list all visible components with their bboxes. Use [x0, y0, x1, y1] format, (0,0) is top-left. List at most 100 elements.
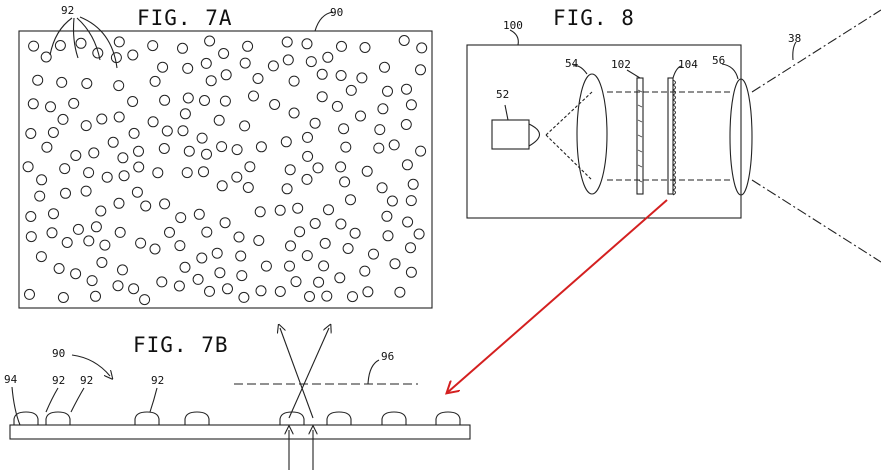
ray-lower	[545, 134, 593, 181]
sheet-lenslet	[672, 99, 676, 106]
microlens-dot	[113, 197, 125, 209]
microlens-dot	[59, 163, 71, 175]
microlens-dot	[376, 182, 388, 194]
ref-96: 96	[381, 350, 394, 363]
leader-100	[509, 29, 519, 46]
microlens-dot	[131, 186, 143, 198]
microlens-dot	[316, 68, 328, 80]
sheet-lenslet	[672, 114, 676, 121]
microlens-dot	[401, 159, 413, 171]
microlens-dot	[179, 108, 191, 120]
sheet-lenslet	[672, 94, 676, 101]
microlens-dot	[267, 60, 279, 72]
microlens-dot	[359, 42, 371, 53]
lenslet-bump	[45, 411, 71, 425]
leader-96	[367, 359, 380, 385]
microlens-dot	[149, 75, 161, 87]
microlens-dot	[248, 90, 259, 102]
lenslet-bump	[279, 411, 305, 425]
microlens-dot	[402, 216, 414, 228]
lenslet-bump	[134, 411, 160, 425]
sheet-lenslet	[672, 139, 676, 146]
microlens-dot	[388, 139, 400, 151]
microlens-dot	[173, 280, 185, 292]
microlens-dot	[235, 250, 247, 262]
microlens-dot	[335, 70, 347, 81]
microlens-dot	[349, 227, 361, 239]
microlens-dot	[309, 218, 321, 229]
sheet-lenslet	[672, 179, 676, 186]
microlens-dot	[347, 291, 358, 303]
microlens-dot	[192, 273, 204, 285]
microlens-dot	[35, 251, 47, 263]
microlens-dot	[204, 285, 215, 297]
microlens-dot	[338, 123, 350, 135]
microlens-dot	[379, 61, 390, 73]
microlens-dot	[147, 116, 159, 128]
microlens-dot	[394, 286, 406, 298]
microlens-dot	[164, 226, 175, 238]
leader-38	[792, 41, 797, 61]
leader-92-1	[49, 17, 73, 56]
microlens-dot	[118, 170, 130, 182]
microlens-dot	[316, 91, 328, 103]
microlens-dot	[181, 167, 193, 179]
microlens-dot	[254, 206, 266, 218]
microlens-dot	[135, 237, 147, 249]
microlens-dot	[269, 99, 281, 110]
microlens-dot	[340, 141, 352, 153]
ray-upper	[545, 91, 593, 136]
microlens-dot	[302, 150, 314, 162]
microlens-dot	[114, 226, 126, 238]
microlens-dot	[92, 47, 104, 59]
microlens-dot	[174, 240, 186, 252]
lenslet-bump	[184, 411, 210, 425]
microlens-dot	[158, 143, 170, 154]
microlens-dot	[198, 166, 209, 178]
microlens-dot	[274, 204, 286, 216]
microlens-dot	[242, 40, 254, 52]
ref-90-b: 90	[52, 347, 65, 360]
microlens-dot	[24, 288, 35, 300]
microlens-dot	[90, 221, 102, 233]
microlens-dot	[304, 291, 315, 302]
microlens-dot	[334, 272, 346, 284]
microlens-dot	[362, 286, 374, 298]
leader-102	[626, 69, 641, 79]
leader-92-a	[45, 387, 59, 413]
microlens-dot	[274, 286, 286, 297]
microlens-dot	[359, 265, 371, 277]
leader-92-4	[79, 16, 118, 69]
leader-92-3	[76, 17, 101, 61]
microlens-dot	[70, 150, 82, 161]
microlens-dot	[222, 283, 233, 295]
fig8: FIG. 8 100 52 54 102 104	[466, 6, 881, 263]
microlens-dot	[377, 103, 389, 115]
microlens-dot	[57, 113, 69, 125]
microlens-dot	[34, 190, 46, 202]
sheet-lenslet	[672, 154, 676, 161]
microlens-dot	[216, 141, 228, 153]
microlens-dot	[200, 57, 212, 69]
leader-90	[314, 11, 334, 32]
microlens-dot	[113, 111, 125, 123]
microlens-dot	[386, 195, 398, 207]
microlens-dot	[128, 127, 140, 139]
red-callout-arrow	[448, 199, 668, 392]
microlens-dot	[177, 42, 188, 54]
fig7a: FIG. 7A 90 92	[18, 4, 433, 309]
ref-54: 54	[565, 57, 579, 70]
microlens-dot	[56, 76, 68, 88]
microlens-dot	[88, 147, 100, 159]
leader-92-2	[72, 17, 79, 59]
ref-56: 56	[712, 54, 725, 67]
microlens-dot	[25, 211, 37, 222]
lens-56	[729, 78, 753, 196]
microlens-dot	[28, 40, 40, 52]
microlens-dot	[331, 100, 343, 112]
microlens-dot	[323, 204, 334, 216]
microlens-dot	[149, 243, 161, 255]
microlens-dot	[321, 290, 333, 302]
sheet-lenslet	[672, 164, 676, 171]
microlens-dot	[294, 226, 306, 238]
